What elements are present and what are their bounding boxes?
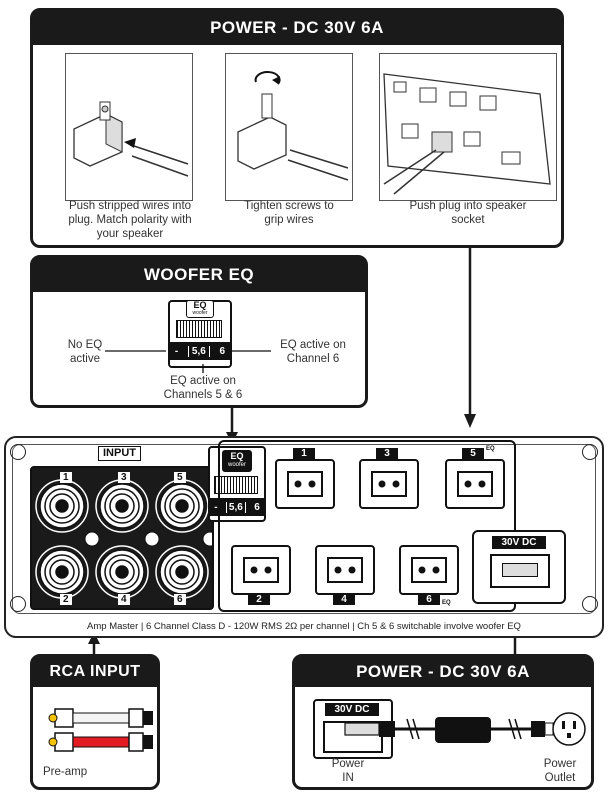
step1-illustration [65,53,193,201]
rca-jacks [35,479,212,599]
rca-cable-icon [48,708,153,752]
eq-mark-56: 5,6 [187,345,210,357]
eq-mark-off: - [174,345,179,357]
speaker-socket[interactable] [399,545,459,595]
woofer-eq-panel: WOOFER EQ EQ woofer - 5,6 6 No EQ active… [30,255,368,408]
ch2-badge: 2 [248,594,270,605]
step2-caption: Tighten screws to grip wires [244,200,334,226]
rca-jack[interactable] [35,479,89,533]
mount-hole-bl [10,596,26,612]
rca-caption: Pre-amp [43,766,88,778]
power-input-panel: POWER - DC 30V 6A 30V DC Power IN Power … [292,654,594,790]
rca-num-6: 6 [174,594,186,605]
ch5-badge: 5 [462,448,484,459]
eq-switch: EQ woofer - 5,6 6 [168,300,232,368]
step3-illustration [379,53,557,201]
power-input-title: POWER - DC 30V 6A [295,657,591,687]
mount-hole-tr [582,444,598,460]
amp-eq-sub: woofer [227,462,246,468]
power-cable-icon [344,712,586,746]
speaker-wiring-title: POWER - DC 30V 6A [33,11,561,45]
mount-hole-br [582,596,598,612]
eq-ch6-label: EQ active on Channel 6 [280,339,346,365]
plug-wires-icon [73,101,189,177]
eq-switch-sub: woofer [192,310,208,316]
amp-footer: Amp Master | 6 Channel Class D - 120W RM… [87,621,521,632]
amp-eq-mark-6: 6 [254,501,260,513]
power-outlet-caption: Power Outlet [543,758,577,784]
eq-mark-6: 6 [219,345,226,357]
amplifier-panel: INPUT 1 3 5 2 4 6 EQ woofer - 5,6 6 1 3 … [4,436,604,638]
rca-num-5: 5 [174,472,186,483]
screw-icon [202,531,212,547]
speaker-output-sockets [231,459,505,595]
dc-socket[interactable] [490,554,550,588]
ch3-badge: 3 [376,448,398,459]
speaker-socket[interactable] [315,545,375,595]
rca-num-3: 3 [118,472,130,483]
ch1-badge: 1 [293,448,315,459]
eq-switch-title: EQ [193,300,207,310]
step1-caption: Push stripped wires into plug. Match pol… [68,200,192,240]
amp-eq-mark-off: - [214,501,218,513]
ch5-eq-tag: EQ [486,446,495,452]
power-dc-label: 30V DC [325,703,379,716]
rca-num-4: 4 [118,594,130,605]
speaker-socket[interactable] [275,459,335,509]
amp-eq-switch: EQ woofer - 5,6 6 [208,446,266,522]
rca-input-title: RCA INPUT [33,657,157,687]
rca-num-2: 2 [60,594,72,605]
speaker-socket-icon [383,73,551,195]
ch4-badge: 4 [333,594,355,605]
speaker-socket[interactable] [359,459,419,509]
no-eq-label: No EQ active [67,339,103,365]
step2-illustration [225,53,353,201]
rca-block [30,466,214,610]
power-in-caption: Power IN [331,758,365,784]
screw-icon [84,531,100,547]
eq-ch56-label: EQ active on Channels 5 & 6 [163,375,243,401]
dc-block: 30V DC [472,530,566,604]
screw-icon [144,531,160,547]
amp-eq-slider[interactable] [214,476,258,494]
rca-jack[interactable] [95,545,149,599]
woofer-eq-title: WOOFER EQ [33,258,365,292]
amp-eq-title: EQ [230,451,244,461]
rca-num-1: 1 [60,472,72,483]
speaker-wiring-panel: POWER - DC 30V 6A Push stripped wires in… [30,8,564,248]
ch6-badge: 6 [418,594,440,605]
ch6-eq-tag: EQ [442,600,451,606]
rca-jack[interactable] [155,545,209,599]
mount-hole-tl [10,444,26,460]
screwdriver-icon [237,70,349,181]
eq-leader-lines [105,350,271,373]
amp-eq-mark-56: 5,6 [225,501,246,513]
speaker-socket[interactable] [445,459,505,509]
rca-jack[interactable] [95,479,149,533]
speaker-socket[interactable] [231,545,291,595]
dc-label: 30V DC [492,536,546,549]
input-label: INPUT [98,446,141,461]
step3-caption: Push plug into speaker socket [409,200,527,226]
speaker-output-block [218,440,516,612]
rca-input-panel: RCA INPUT Pre-amp [30,654,160,790]
eq-slider[interactable] [176,320,222,338]
